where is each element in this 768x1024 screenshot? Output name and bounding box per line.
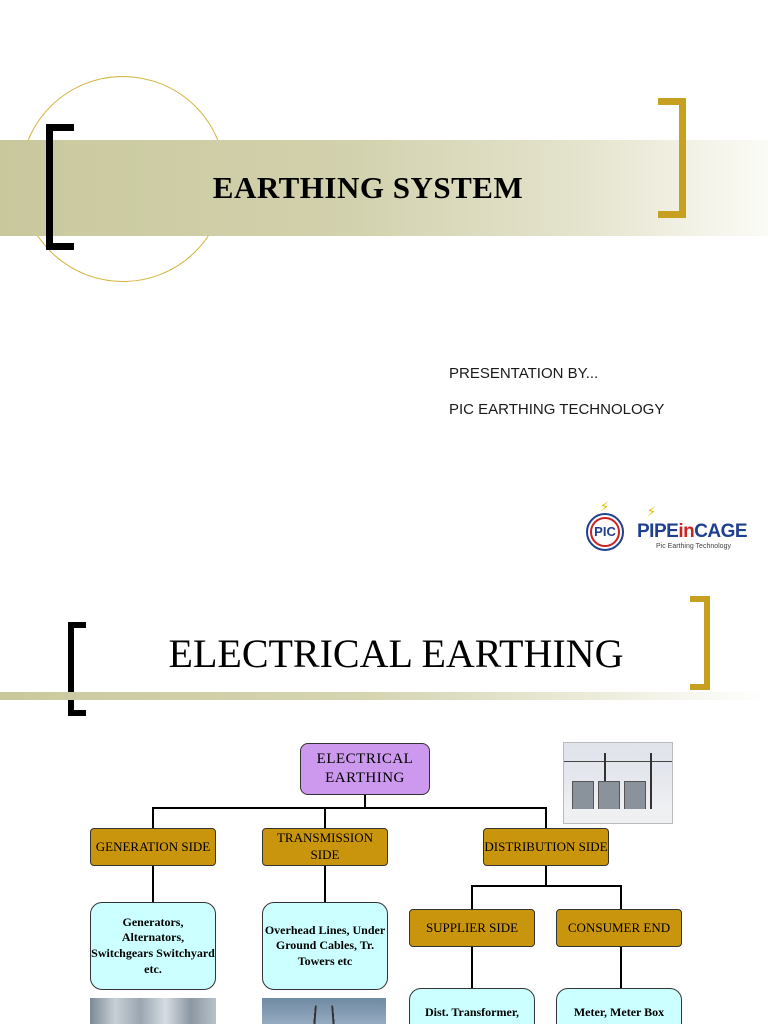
right-bracket [690,596,710,690]
title-band [0,140,768,236]
lightning-icon: ⚡ [647,505,657,520]
connector [471,947,473,988]
connector [545,866,547,886]
connector [471,885,473,909]
connector [620,885,622,909]
distribution-side-node: DISTRIBUTION SIDE [483,828,609,866]
left-bracket [68,622,86,716]
connector [152,866,154,902]
connector [471,885,621,887]
transformer-shape [572,781,594,811]
supplier-side-node: SUPPLIER SIDE [409,909,535,947]
pipeincage-logo: PIPEinCAGE [637,521,748,543]
root-node: ELECTRICAL EARTHING [300,743,430,795]
logo-tagline: Pic Earthing Technology [656,543,731,550]
utility-pole [650,753,652,811]
logo-text-cage: CAGE [694,521,748,542]
supplier-items-node: Dist. Transformer, [409,988,535,1024]
connector [620,947,622,988]
lightning-icon: ⚡ [600,500,610,515]
connector [324,866,326,902]
pic-logo: PIC [586,513,624,551]
right-bracket [658,98,686,218]
substation-photo [563,742,673,824]
title-slide: EARTHING SYSTEM PRESENTATION BY... PIC E… [0,76,768,551]
power-line [564,761,672,762]
transmission-tower-photo [262,998,386,1024]
generation-items-node: Generators, Alternators, Switchgears Swi… [90,902,216,990]
diagram-slide: ELECTRICAL EARTHING ELECTRICAL EARTHING … [0,580,768,1024]
logo-text-in: in [678,521,695,542]
presenter-name: PIC EARTHING TECHNOLOGY [449,401,665,418]
transformer-shape [624,781,646,811]
connector [152,807,546,809]
generation-side-node: GENERATION SIDE [90,828,216,866]
connector [324,807,326,828]
title-underline [0,692,768,700]
slide-title: EARTHING SYSTEM [212,170,524,205]
tower-shape [312,1005,336,1024]
consumer-items-node: Meter, Meter Box [556,988,682,1024]
transformer-shape [598,781,620,811]
logo-text-pipe: PIPE [637,521,679,542]
logo-ring [590,517,620,547]
connector [545,807,547,828]
left-bracket [46,124,74,250]
presenter-label: PRESENTATION BY... [449,365,599,382]
consumer-end-node: CONSUMER END [556,909,682,947]
connector [152,807,154,828]
pic-logo-text: PIC [594,524,616,539]
generation-photo [90,998,216,1024]
connector [364,795,366,809]
transmission-side-node: TRANSMISSION SIDE [262,828,388,866]
snow-ground [564,809,672,823]
transmission-items-node: Overhead Lines, Under Ground Cables, Tr.… [262,902,388,990]
slide-title: ELECTRICAL EARTHING [168,631,624,676]
